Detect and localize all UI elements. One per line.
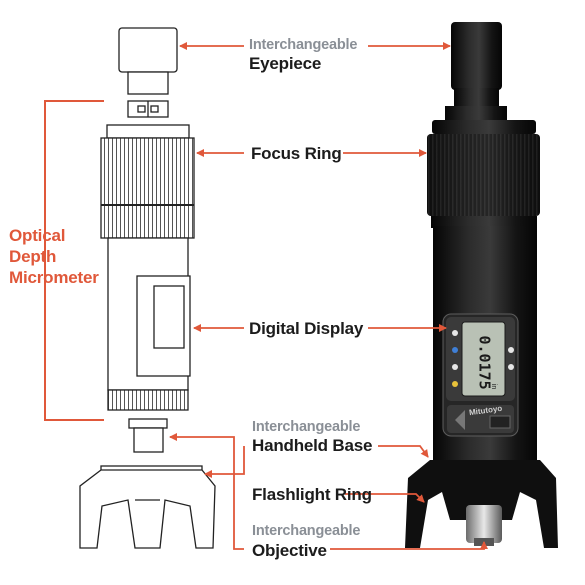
flashlight-ring-label: Flashlight Ring [252,486,372,503]
outline-bottom-band [108,390,188,410]
arrow-base-left [205,446,244,474]
lcd-unit: in [490,384,497,389]
eyepiece-prefix-label: Interchangeable [249,38,357,53]
outline-drawing [80,28,215,548]
outline-base-legs [80,470,215,548]
lcd-reading: 0.0175 [477,336,492,384]
outline-eyepiece [119,28,177,72]
arrow-base-right [378,446,428,457]
outline-eyepiece-neck [128,72,168,94]
photo-objective [466,505,502,543]
side-label-line2: Depth [9,247,56,267]
outline-collar [107,125,189,138]
instrument-photo [405,22,558,548]
side-label-line1: Optical [9,226,65,246]
handheld-base-label: Handheld Base [252,437,372,454]
digital-display-label: Digital Display [249,320,363,337]
photo-eyepiece [451,22,502,90]
objective-label: Objective [252,542,327,559]
side-label-line3: Micrometer [9,268,99,288]
focus-ring-label: Focus Ring [251,145,342,162]
base-prefix-label: Interchangeable [252,420,360,435]
outline-objective [129,419,167,428]
objective-prefix-label: Interchangeable [252,524,360,539]
eyepiece-label: Eyepiece [249,55,321,72]
outline-focus-ring [101,138,194,238]
